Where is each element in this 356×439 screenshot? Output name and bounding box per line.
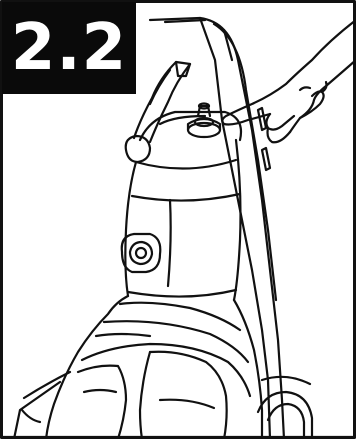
solution-tank: [122, 140, 241, 300]
wheel: [258, 377, 312, 439]
cleaner-base: [14, 296, 262, 439]
step-badge: 2.2: [2, 2, 136, 94]
carry-handle: [134, 62, 190, 142]
step-number: 2.2: [11, 16, 127, 80]
